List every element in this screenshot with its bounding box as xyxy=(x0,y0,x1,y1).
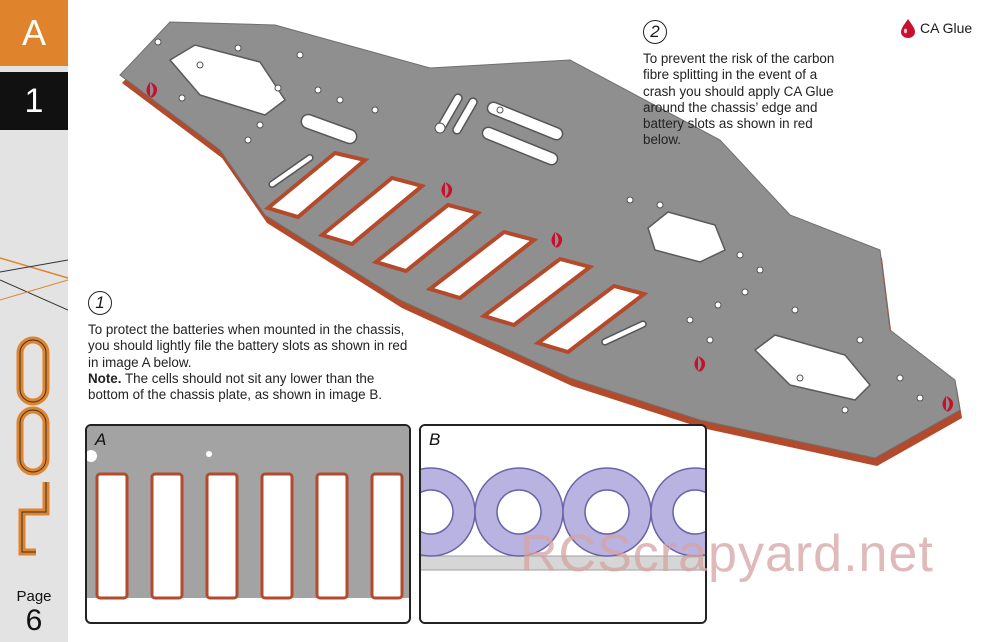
step-2-number: 2 xyxy=(650,22,660,41)
step-2-number-circle: 2 xyxy=(643,20,667,44)
brand-logo-graphic xyxy=(0,257,68,556)
legend-label: CA Glue xyxy=(920,20,973,36)
step-2-instructions: To prevent the risk of the carbon fibre … xyxy=(643,51,835,148)
step-badge: 1 xyxy=(0,72,68,130)
glue-drop-icon xyxy=(901,19,915,38)
image-b-panel: B xyxy=(419,424,707,624)
image-b-label: B xyxy=(429,430,441,449)
image-b-cells-on-chassis xyxy=(421,426,705,622)
glue-legend: CA Glue xyxy=(900,18,972,38)
section-badge: A xyxy=(0,0,68,66)
page-number: 6 xyxy=(25,604,43,637)
glue-drop-icons xyxy=(146,82,954,412)
step-1-text: To protect the batteries when mounted in… xyxy=(88,322,408,370)
step-1-number: 1 xyxy=(95,293,105,312)
sidebar: A 1 Page 6 xyxy=(0,0,68,642)
image-a-panel: A xyxy=(85,424,411,624)
watermark: RCScrapyard.net xyxy=(520,525,934,583)
battery-slots xyxy=(263,150,649,355)
image-a-label: A xyxy=(95,430,107,449)
step-1-note-text: The cells should not sit any lower than … xyxy=(88,370,383,403)
section-letter: A xyxy=(21,12,46,53)
step-number: 1 xyxy=(24,81,44,120)
page-label: Page xyxy=(16,588,52,605)
image-a-battery-slots-closeup xyxy=(87,426,409,600)
step-1-instructions: To protect the batteries when mounted in… xyxy=(88,322,418,403)
chassis-plate-illustration xyxy=(119,21,962,466)
step-1-note-label: Note. xyxy=(88,370,122,386)
step-1-number-circle: 1 xyxy=(88,291,112,315)
